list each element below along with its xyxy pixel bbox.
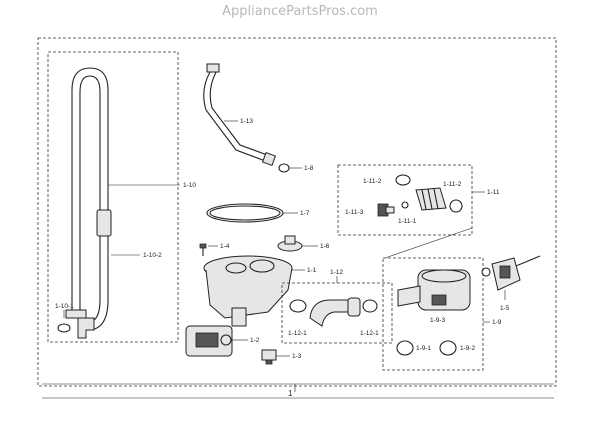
- label-1: 1: [288, 389, 293, 398]
- cap-part-1-6[interactable]: [277, 235, 303, 252]
- label-1-11-3: 1-11-3: [345, 209, 364, 216]
- group-box-1-9: [382, 257, 484, 371]
- label-1-1: 1-1: [307, 267, 317, 274]
- label-1-4: 1-4: [220, 243, 230, 250]
- label-1-9-1: 1-9-1: [416, 345, 432, 352]
- label-1-11-1: 1-11-1: [398, 218, 417, 225]
- valve-part-1-2[interactable]: [185, 325, 233, 357]
- label-1-11: 1-11: [487, 189, 500, 196]
- label-1-9-2: 1-9-2: [460, 345, 476, 352]
- label-1-9: 1-9: [492, 319, 502, 326]
- coupling-hose-1-11[interactable]: [415, 187, 447, 211]
- label-1-5: 1-5: [500, 305, 510, 312]
- group-box-1-10: [47, 51, 179, 343]
- oring-1-11-1[interactable]: [401, 201, 409, 209]
- label-1-6: 1-6: [320, 243, 330, 250]
- label-1-10: 1-10: [183, 182, 196, 189]
- label-1-3: 1-3: [292, 353, 302, 360]
- group-box-1-11: [337, 164, 473, 236]
- label-1-12: 1-12: [330, 269, 343, 276]
- label-1-10-1: 1-10-1: [55, 303, 74, 310]
- connector-hose-1-12[interactable]: [309, 297, 361, 327]
- clamp-1-9-1[interactable]: [396, 340, 414, 356]
- label-1-13: 1-13: [240, 118, 253, 125]
- label-1-8: 1-8: [304, 165, 314, 172]
- hose-clamp-1-10-1[interactable]: [57, 323, 71, 333]
- gasket-ring-1-7[interactable]: [206, 203, 284, 223]
- label-1-12-1-left: 1-12-1: [288, 330, 307, 337]
- screw-1-4[interactable]: [199, 243, 207, 256]
- clamp-1-12-1-left[interactable]: [289, 299, 307, 313]
- fitting-1-11-3[interactable]: [377, 203, 395, 217]
- watermark-text: AppliancePartsPros.com: [222, 4, 378, 19]
- label-1-10-2: 1-10-2: [143, 252, 162, 259]
- pump-part-1-5[interactable]: [481, 255, 541, 291]
- sump-housing-1-1[interactable]: [203, 255, 293, 327]
- assembly-frame: [37, 37, 557, 387]
- label-1-7: 1-7: [300, 210, 310, 217]
- label-1-11-2-top: 1-11-2: [363, 178, 382, 185]
- pump-motor-1-9-3[interactable]: [397, 269, 471, 311]
- label-1-9-3: 1-9-3: [430, 317, 446, 324]
- clamp-1-11-2-right[interactable]: [449, 199, 463, 213]
- clamp-1-9-2[interactable]: [439, 340, 457, 356]
- sensor-part-1-3[interactable]: [261, 349, 277, 365]
- hose-part-1-13[interactable]: [203, 63, 277, 167]
- hose-clamp-1-8[interactable]: [278, 163, 290, 173]
- clamp-1-12-1-right[interactable]: [362, 299, 378, 313]
- label-1-2: 1-2: [250, 337, 260, 344]
- clamp-1-11-2-top[interactable]: [395, 174, 411, 186]
- drain-hose-part[interactable]: [65, 67, 112, 339]
- connector-line-1-11: [384, 227, 473, 259]
- label-1-11-2-right: 1-11-2: [443, 181, 462, 188]
- label-1-12-1-right: 1-12-1: [360, 330, 379, 337]
